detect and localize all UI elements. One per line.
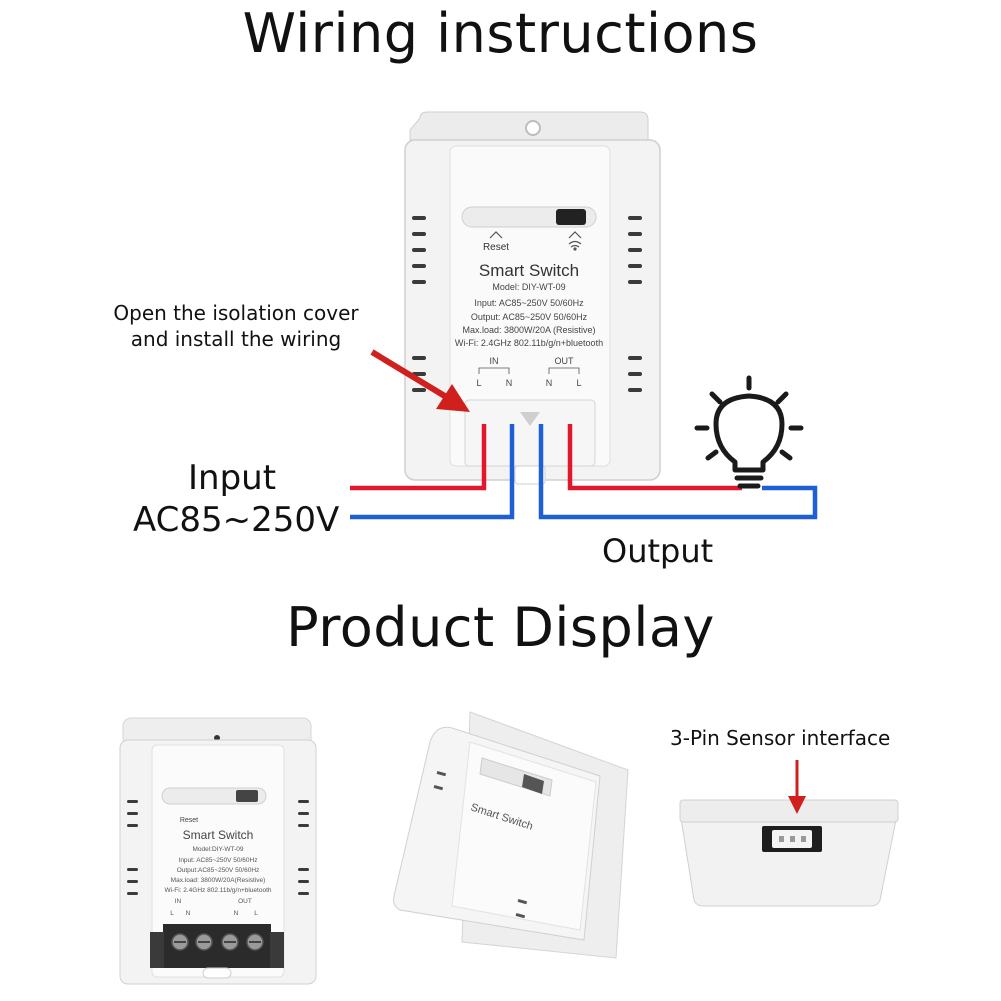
device-wifi-spec: Wi-Fi: 2.4GHz 802.11b/g/n+bluetooth [455,338,603,348]
out-label: OUT [555,356,575,366]
front-device-model: Model:DIY-WT-09 [192,846,243,853]
front-output-spec: Output:AC85~250V 50/60Hz [177,867,260,874]
front-max-load: Max.load: 3800W/20A(Resistive) [171,877,266,884]
svg-text:IN: IN [175,898,182,905]
device-model: Model: DIY-WT-09 [492,282,565,292]
wifi-icon [568,240,582,251]
out-l-label: L [576,378,581,388]
output-neutral-wire [538,424,818,520]
input-neutral-wire [350,424,515,520]
svg-text:L: L [170,910,174,917]
sensor-pointer-arrow [788,760,806,814]
isolation-cover-annotation: Open the isolation cover and install the… [96,300,376,352]
input-live-wire [350,424,487,491]
input-label: Input [188,458,277,498]
svg-text:N: N [186,910,191,917]
input-range-label: AC85~250V [133,500,340,540]
device-name: Smart Switch [479,261,579,280]
svg-text:OUT: OUT [238,898,252,905]
in-n-label: N [506,378,513,388]
cover-tab-icon [520,412,540,426]
wifi-caret-icon [568,231,582,239]
in-l-label: L [476,378,481,388]
product-angled-view: Smart Switch [393,711,629,959]
front-input-spec: Input: AC85~250V 50/60Hz [179,857,258,864]
status-indicator [556,209,586,225]
wiring-instructions-title: Wiring instructions [242,2,759,65]
output-live-wire [567,424,742,491]
smart-switch-device: Reset Smart Switch Model: DIY-WT-09 Inpu… [404,111,661,485]
product-sensor-view [679,799,899,907]
light-bulb-icon [694,375,804,489]
output-wires [538,424,818,520]
product-display-title: Product Display [286,596,715,659]
isolation-cover-line-1: Open the isolation cover [113,301,359,325]
svg-text:N: N [234,910,239,917]
left-vents [412,216,426,392]
product-front-view: Reset Smart Switch Model:DIY-WT-09 Input… [119,717,317,985]
sensor-interface-label: 3-Pin Sensor interface [670,726,891,750]
svg-text:L: L [254,910,258,917]
output-label: Output [602,532,714,570]
front-wifi-spec: Wi-Fi: 2.4GHz 802.11b/g/n+bluetooth [164,887,271,894]
out-n-label: N [546,378,553,388]
device-max-load: Max.load: 3800W/20A (Resistive) [462,325,595,335]
front-reset-label: Reset [180,817,198,824]
isolation-cover-line-2: and install the wiring [130,327,342,351]
reset-label: Reset [483,242,509,253]
device-output-spec: Output: AC85~250V 50/60Hz [471,312,588,322]
front-device-name: Smart Switch [183,828,254,842]
input-wires [350,424,515,520]
mounting-hole-icon [525,120,541,136]
right-vents [628,216,642,392]
in-label: IN [490,356,499,366]
device-input-spec: Input: AC85~250V 50/60Hz [474,298,584,308]
cover-pointer-arrow [370,349,470,412]
reset-caret-icon [489,231,503,239]
